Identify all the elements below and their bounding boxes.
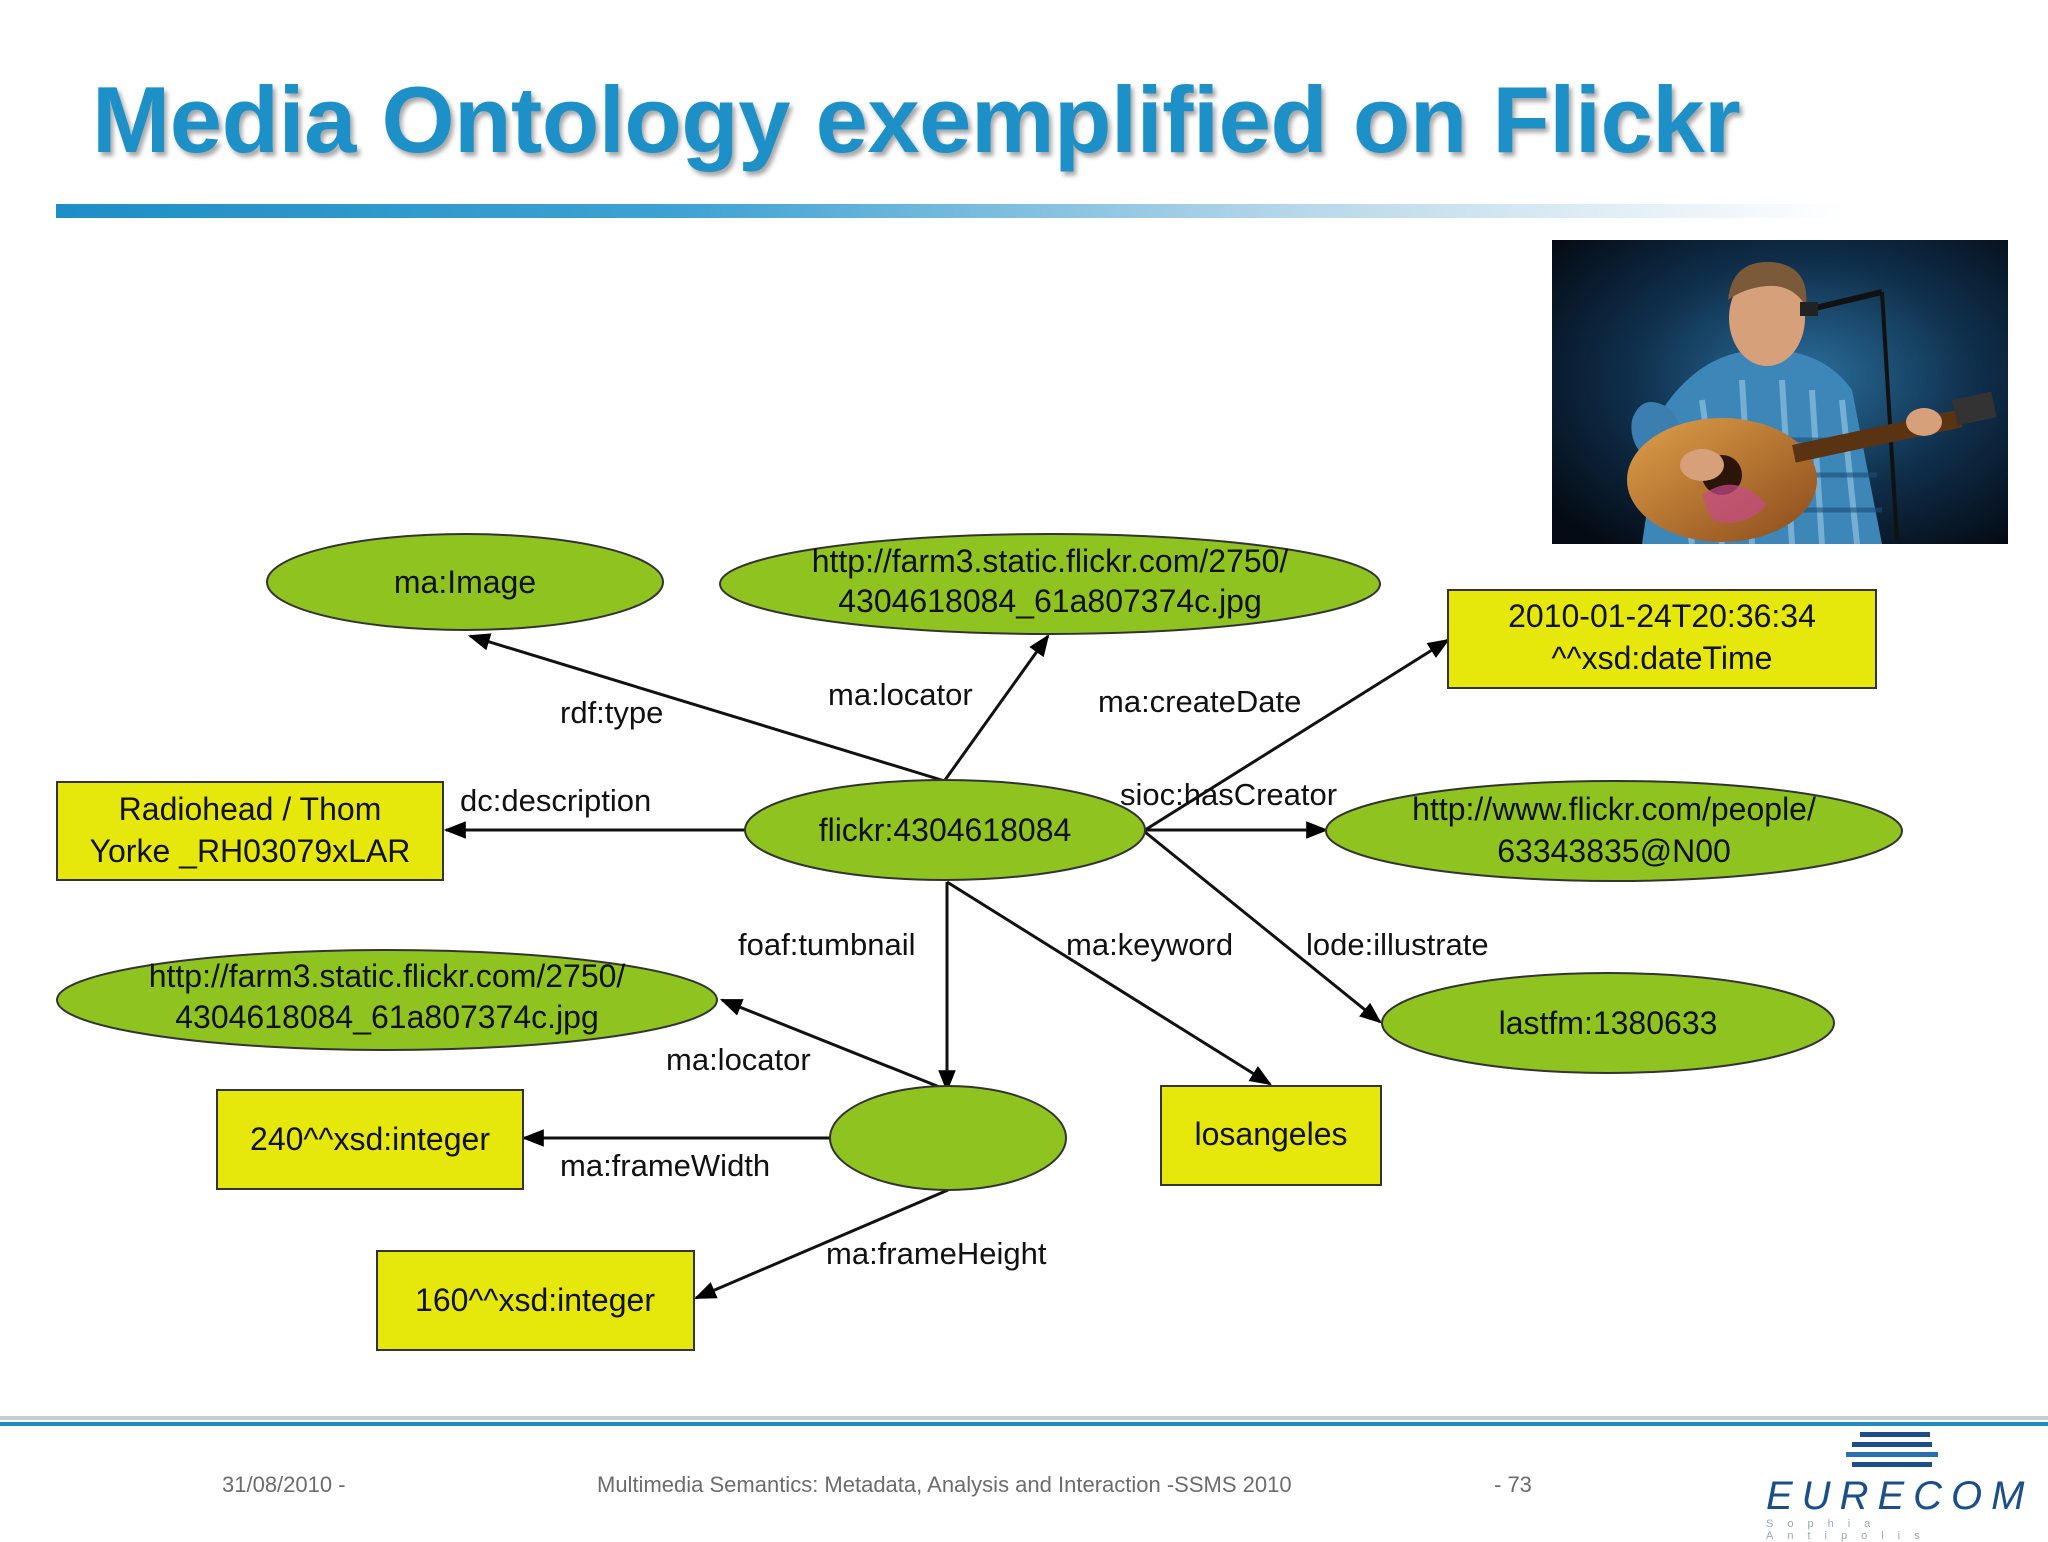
edge-ma-locator-thumb-label: ma:locator [666,1042,811,1077]
node-date-label-1: 2010-01-24T20:36:34 [1508,598,1816,634]
node-thumb-url-label-2: 4304618084_61a807374c.jpg [175,999,599,1035]
eurecom-logo-text: EURECOM [1766,1474,2034,1518]
node-thumbnail-blank [829,1085,1067,1191]
footer-divider-grey [0,1416,2048,1420]
eurecom-logo [1760,1430,2010,1530]
node-thumb-url [56,949,718,1051]
node-url-top-label-1: http://farm3.static.flickr.com/2750/ [812,543,1289,579]
node-ma-image-label: ma:Image [394,564,536,600]
edge-ma-locator-top-label: ma:locator [828,677,973,712]
node-thumb-url-label-1: http://farm3.static.flickr.com/2750/ [149,958,626,994]
node-losangeles-label: losangeles [1195,1116,1348,1152]
node-lastfm-label: lastfm:1380633 [1499,1005,1718,1041]
footer-page-number: - 73 [1494,1472,1532,1497]
edge-lode-illustrate [1144,830,1382,1024]
title-underline [56,204,1846,218]
node-creator-label-1: http://www.flickr.com/people/ [1412,791,1816,827]
node-flickr-label: flickr:4304618084 [819,812,1072,848]
edge-ma-createdate-label: ma:createDate [1098,684,1301,719]
edge-foaf-tumbnail-label: foaf:tumbnail [738,927,916,962]
node-flickr [744,779,1146,881]
node-width [216,1089,524,1190]
node-ma-image [266,533,664,631]
edge-ma-locator-thumb [719,998,948,1092]
edge-rdf-type-label: rdf:type [560,695,663,730]
node-date [1447,589,1877,689]
edge-ma-createdate [1144,638,1450,832]
node-creator-label-2: 63343835@N00 [1497,833,1731,869]
node-description-label-1: Radiohead / Thom [119,791,382,827]
node-lastfm [1381,972,1835,1074]
eurecom-logo-subtitle: Sophia Antipolis [1766,1518,1934,1542]
edge-ma-keyword [946,880,1272,1086]
performer-photo [1552,240,2008,544]
footer-divider-blue [0,1422,2048,1426]
node-description [56,781,444,881]
footer-date: 31/08/2010 - [222,1472,346,1497]
node-losangeles [1160,1085,1382,1186]
edge-ma-frameheight-label: ma:frameHeight [826,1236,1047,1271]
edge-lode-illustrate-label: lode:illustrate [1306,927,1489,962]
node-height [376,1250,695,1351]
edge-ma-frameheight [693,1188,949,1300]
node-description-label-2: Yorke _RH03079xLAR [90,833,411,869]
edge-sioc-hascreator-label: sioc:hasCreator [1120,777,1337,812]
edge-dc-description-label: dc:description [460,783,651,818]
footer-event: Multimedia Semantics: Metadata, Analysis… [597,1472,1292,1497]
node-date-label-2: ^^xsd:dateTime [1552,640,1773,676]
edge-ma-keyword-label: ma:keyword [1066,927,1233,962]
node-creator [1325,780,1903,882]
node-height-label: 160^^xsd:integer [415,1282,655,1318]
edge-ma-framewidth-label: ma:frameWidth [560,1148,770,1183]
node-url-top [719,533,1381,635]
node-width-label: 240^^xsd:integer [250,1121,490,1157]
edge-rdf-type [467,633,949,784]
edge-ma-locator-top [943,634,1050,781]
page-title: Media Ontology exemplified on Flickr [92,67,1741,172]
node-url-top-label-2: 4304618084_61a807374c.jpg [838,583,1262,619]
